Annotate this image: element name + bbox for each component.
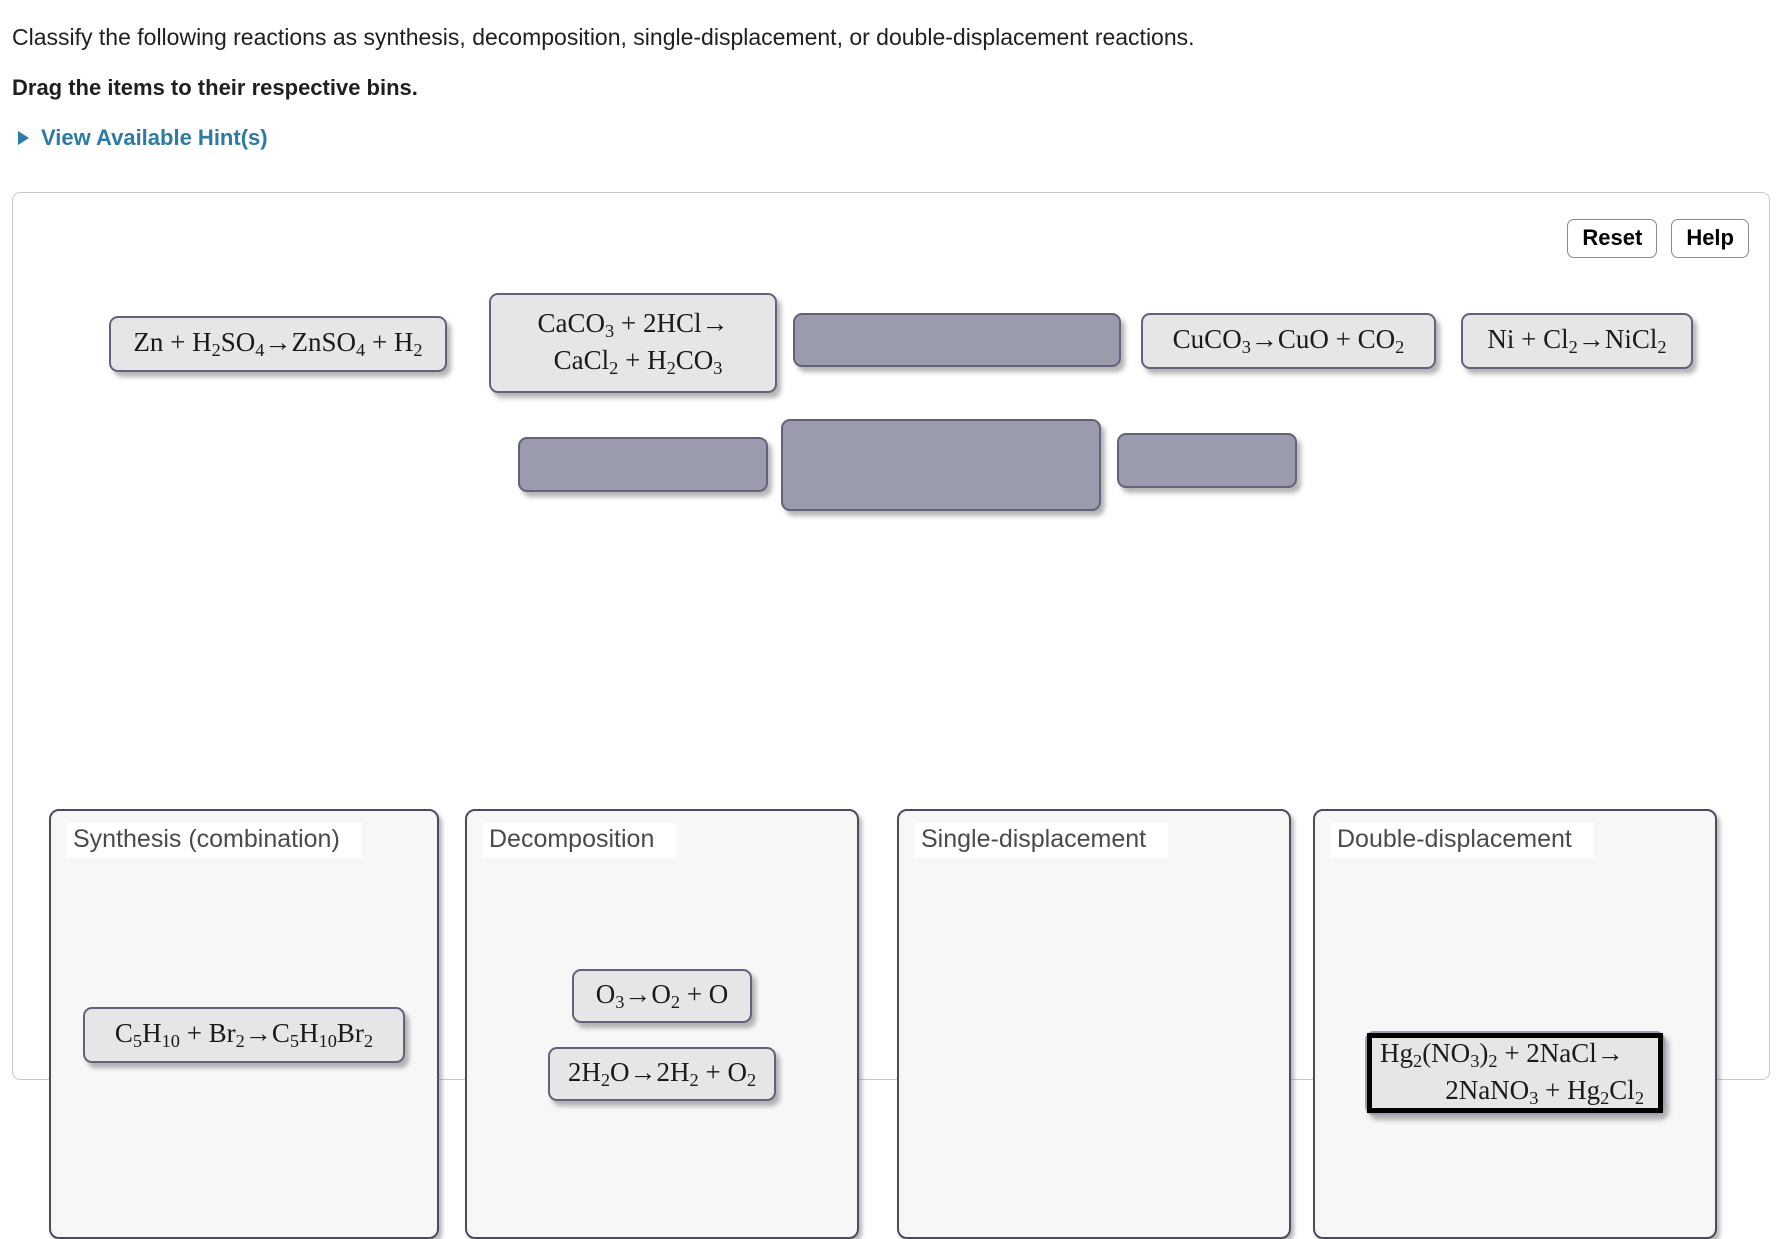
view-hints-toggle[interactable]: View Available Hint(s)	[14, 125, 268, 151]
activity-toolbar: Reset Help	[1567, 219, 1749, 259]
tile-line-1: CaCO3 + 2HCl→	[537, 307, 729, 341]
reset-button[interactable]: Reset	[1567, 219, 1658, 259]
bin-drop-area[interactable]	[899, 865, 1289, 1237]
help-button[interactable]: Help	[1671, 219, 1749, 259]
tile-line-1: Hg2(NO3)2 + 2NaCl→	[1380, 1037, 1624, 1071]
drop-bin[interactable]: Single-displacement	[897, 809, 1291, 1239]
tile-line-2: CaCl2 + H2CO3	[553, 345, 723, 379]
bin-label: Double-displacement	[1331, 823, 1594, 858]
binned-reaction-tile[interactable]: 2H2O→2H2 + O2	[548, 1047, 776, 1101]
bin-label: Decomposition	[483, 823, 677, 858]
tray-reaction-tile[interactable]: Zn + H2SO4→ZnSO4 + H2	[109, 316, 447, 372]
tray-placeholder-tile[interactable]	[1117, 433, 1297, 488]
bin-drop-area[interactable]: C5H10 + Br2→C5H10Br2	[51, 865, 437, 1237]
bin-drop-area[interactable]: O3→O2 + O 2H2O→2H2 + O2	[467, 865, 857, 1237]
tray-placeholder-tile[interactable]	[518, 437, 768, 492]
tray-reaction-tile[interactable]: CuCO3→CuO + CO2	[1141, 313, 1436, 369]
tile-line-1: Ni + Cl2→NiCl2	[1487, 323, 1667, 358]
tile-line-1: CuCO3→CuO + CO2	[1172, 323, 1405, 358]
instructions-block: Classify the following reactions as synt…	[0, 0, 1784, 151]
binned-reaction-tile[interactable]: C5H10 + Br2→C5H10Br2	[83, 1007, 405, 1063]
question-text: Classify the following reactions as synt…	[12, 24, 1195, 50]
bin-label: Single-displacement	[915, 823, 1169, 858]
tile-selection-frame: Hg2(NO3)2 + 2NaCl→ 2NaNO3 + Hg2Cl2	[1367, 1033, 1663, 1113]
tile-line-1: C5H10 + Br2→C5H10Br2	[114, 1017, 374, 1052]
bin-drop-area[interactable]: Hg2(NO3)2 + 2NaCl→ 2NaNO3 + Hg2Cl2	[1315, 865, 1715, 1237]
tray-placeholder-tile[interactable]	[793, 313, 1121, 367]
binned-reaction-tile-selected[interactable]: Hg2(NO3)2 + 2NaCl→ 2NaNO3 + Hg2Cl2	[1365, 1031, 1665, 1115]
tile-line-2: 2NaNO3 + Hg2Cl2	[1445, 1075, 1644, 1109]
tray-reaction-tile[interactable]: CaCO3 + 2HCl→ CaCl2 + H2CO3	[489, 293, 777, 393]
triangle-right-icon	[18, 130, 29, 145]
drop-bin[interactable]: Synthesis (combination) C5H10 + Br2→C5H10…	[49, 809, 439, 1239]
tile-line-1: O3→O2 + O	[595, 978, 729, 1013]
tray-reaction-tile[interactable]: Ni + Cl2→NiCl2	[1461, 313, 1693, 369]
tray-placeholder-tile[interactable]	[781, 419, 1101, 511]
view-hints-label: View Available Hint(s)	[41, 124, 268, 150]
tile-line-1: Zn + H2SO4→ZnSO4 + H2	[133, 326, 423, 361]
drag-drop-activity-panel: Reset Help Zn + H2SO4→ZnSO4 + H2 CaCO3 + …	[12, 192, 1770, 1239]
bin-label: Synthesis (combination)	[67, 823, 362, 858]
tile-line-1: 2H2O→2H2 + O2	[567, 1056, 757, 1091]
binned-reaction-tile[interactable]: O3→O2 + O	[572, 969, 752, 1023]
directive-text: Drag the items to their respective bins.	[12, 75, 418, 101]
